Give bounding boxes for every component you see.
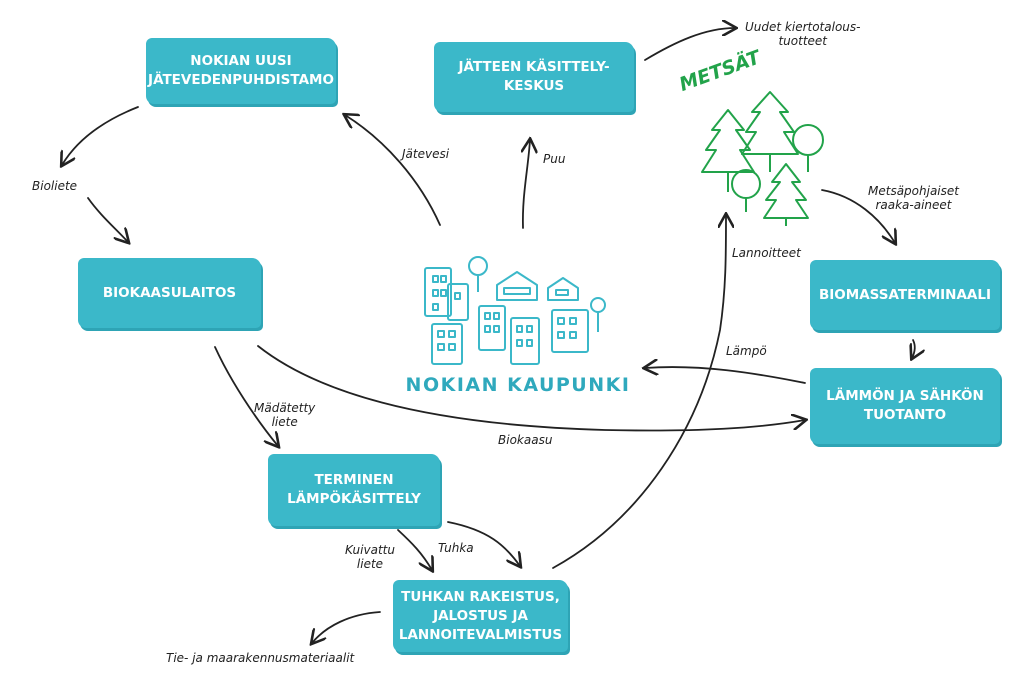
forest-trees-icon (701, 91, 824, 226)
arrow-wastewater (345, 115, 441, 226)
node-biomass-terminal-label: BIOMASSATERMINAALI (818, 286, 991, 303)
node-thermal-treatment[interactable]: TERMINEN LÄMPÖKÄSITTELY (268, 454, 440, 526)
label-construction-materials: Tie- ja maarakennusmateriaalit (166, 651, 355, 665)
label-wood: Puu (543, 152, 566, 166)
label-bio-sludge: Bioliete (32, 179, 78, 193)
arrow-biogas (257, 345, 805, 432)
node-biomass-terminal[interactable]: BIOMASSATERMINAALI (810, 260, 1000, 330)
label-biogas: Biokaasu (498, 433, 553, 447)
arrow-construction-materials (312, 611, 381, 643)
label-new-products: Uudet kiertotalous- tuotteet (745, 20, 861, 48)
label-ash: Tuhka (438, 541, 474, 555)
node-waste-center-label: JÄTTEEN KÄSITTELY- KESKUS (458, 59, 610, 94)
node-wastewater-plant[interactable]: NOKIAN UUSI JÄTEVEDENPUHDISTAMO (146, 38, 336, 104)
label-digested-sludge: Mädätetty liete (254, 401, 316, 429)
label-forest-materials: Metsäpohjaiset raaka-aineet (868, 184, 959, 212)
arrow-dried-sludge (397, 529, 432, 570)
arrow-fertilizers (552, 215, 726, 569)
node-ash-processing[interactable]: TUHKAN RAKEISTUS, JALOSTUS JA LANNOITEVA… (393, 580, 568, 652)
node-biogas-plant[interactable]: BIOKAASULAITOS (78, 258, 261, 328)
city-buildings-icon (424, 256, 606, 365)
arrow-heat (645, 367, 806, 384)
city-title: NOKIAN KAUPUNKI (405, 374, 631, 396)
arrow-terminal-to-heat (912, 339, 915, 358)
arrow-ash (447, 521, 520, 566)
label-fertilizers: Lannoitteet (732, 246, 801, 260)
arrow-wood (523, 140, 530, 229)
node-heat-power[interactable]: LÄMMÖN JA SÄHKÖN TUOTANTO (810, 368, 1000, 444)
node-wastewater-plant-label: NOKIAN UUSI JÄTEVEDENPUHDISTAMO (148, 53, 334, 88)
arrow-forest-materials (821, 189, 895, 243)
node-waste-center[interactable]: JÄTTEEN KÄSITTELY- KESKUS (434, 42, 634, 112)
node-thermal-treatment-label: TERMINEN LÄMPÖKÄSITTELY (287, 472, 421, 507)
node-heat-power-label: LÄMMÖN JA SÄHKÖN TUOTANTO (826, 388, 984, 423)
arrow-new-products (644, 28, 735, 61)
node-biogas-plant-label: BIOKAASULAITOS (102, 284, 237, 301)
label-wastewater: Jätevesi (402, 147, 450, 161)
node-ash-processing-label: TUHKAN RAKEISTUS, JALOSTUS JA LANNOITEVA… (398, 588, 563, 643)
label-dried-sludge: Kuivattu liete (345, 543, 395, 571)
label-heat: Lämpö (726, 344, 767, 358)
arrow-digested-sludge (214, 346, 278, 446)
arrow-bio-sludge-1 (62, 106, 139, 165)
arrow-bio-sludge-2 (87, 197, 128, 242)
